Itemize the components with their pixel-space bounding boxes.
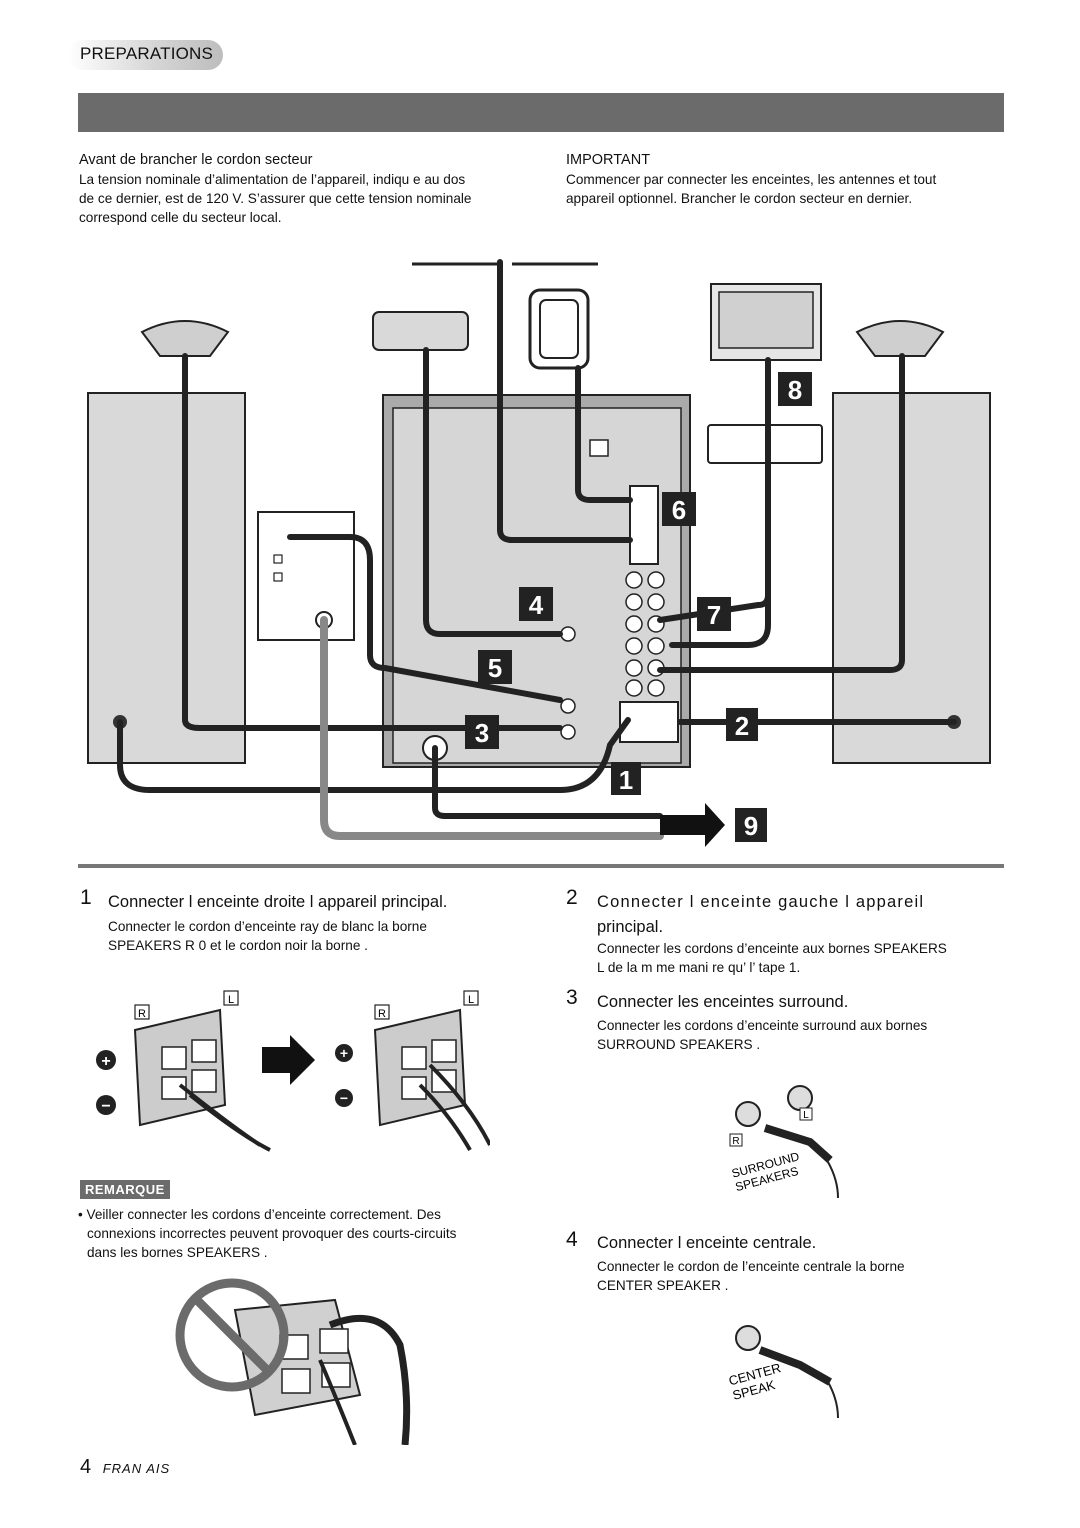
before-line: de ce dernier, est de 120 V. S’assurer q…	[79, 191, 472, 206]
center-speaker-icon	[372, 311, 469, 351]
jack-l-label: L	[803, 1110, 809, 1121]
connection-diagram: 1 2 3 4 5 6 7 8 9	[87, 259, 991, 847]
section-divider	[78, 864, 1004, 868]
step-2-line: Connecter les cordons d’enceinte aux bor…	[597, 941, 947, 956]
minus-label: −	[340, 1090, 348, 1106]
step-3-line: SURROUND SPEAKERS .	[597, 1037, 761, 1052]
title-bar	[78, 93, 1004, 132]
step-marker	[478, 650, 512, 684]
page-footer: 4 FRAN AIS	[80, 1456, 170, 1479]
center-jack-illustration: CENTER SPEAK	[727, 1325, 839, 1419]
remark-line: connexions incorrectes peuvent provoquer…	[87, 1226, 457, 1241]
step-3-text: Connecter les cordons d’enceinte surroun…	[597, 1016, 1007, 1054]
step-marker	[519, 587, 553, 621]
step-marker-label: 3	[475, 718, 489, 748]
surround-speaker-icon	[140, 320, 230, 357]
language-label: FRAN AIS	[102, 1461, 171, 1476]
plug-icon	[758, 1346, 832, 1386]
plug-icon	[763, 1124, 833, 1163]
step-1-number: 1	[80, 886, 92, 909]
important-block: IMPORTANT Commencer par connecter les en…	[566, 152, 1006, 208]
right-speaker-box	[87, 392, 246, 764]
step-marker	[726, 708, 758, 741]
surround-speaker-icon	[855, 320, 945, 357]
step-4-text: Connecter le cordon de l’enceinte centra…	[597, 1257, 1007, 1295]
before-title: Avant de brancher le cordon secteur	[79, 152, 313, 168]
step-marker-label: 9	[744, 811, 758, 841]
important-line: appareil optionnel. Brancher le cordon s…	[566, 191, 913, 206]
step-3-line: Connecter les cordons d’enceinte surroun…	[597, 1018, 928, 1033]
am-antenna-icon	[528, 288, 590, 370]
step-marker-label: 6	[672, 495, 686, 525]
step-marker-label: 2	[735, 711, 749, 741]
step-1-line: SPEAKERS R 0 et le cordon noir la borne …	[108, 938, 368, 953]
arrow-icon	[262, 1035, 315, 1085]
before-line: La tension nominale d’alimentation de l’…	[79, 172, 466, 187]
remark-badge-wrap: REMARQUE	[80, 1180, 170, 1199]
step-4-title: Connecter l enceinte centrale.	[597, 1234, 817, 1252]
step-4-number: 4	[566, 1228, 578, 1251]
jack-r-label: R	[732, 1136, 739, 1147]
step-1-title: Connecter l enceinte droite l appareil p…	[108, 893, 448, 911]
minus-label: −	[101, 1098, 110, 1115]
remark-text: • Veiller connecter les cordons d’encein…	[78, 1205, 518, 1262]
minus-icon	[335, 1089, 353, 1107]
antenna-terminal-icon	[629, 485, 659, 565]
step-4-line: CENTER SPEAKER .	[597, 1278, 729, 1293]
step-3-number: 3	[566, 986, 578, 1009]
step-2-line: L de la m me mani re qu’ l’ tape 1.	[597, 960, 801, 975]
step-1-text: Connecter le cordon d’enceinte ray de bl…	[108, 917, 516, 955]
step-2-number: 2	[566, 886, 578, 909]
terminal-illustration: R L + − R L + −	[96, 990, 490, 1152]
important-title: IMPORTANT	[566, 152, 651, 168]
terminal-l-label: L	[228, 994, 234, 1006]
plus-icon	[96, 1050, 116, 1070]
section-tab: PREPARATIONS	[68, 40, 223, 70]
minus-icon	[96, 1095, 116, 1115]
page-number: 4	[80, 1456, 92, 1478]
plus-label: +	[101, 1053, 110, 1070]
step-1-line: Connecter le cordon d’enceinte ray de bl…	[108, 919, 427, 934]
step-marker-label: 7	[707, 600, 721, 630]
step-marker-label: 4	[529, 590, 544, 620]
arrow-icon	[660, 803, 725, 847]
step-marker	[778, 372, 812, 406]
section-title: PREPARATIONS	[80, 44, 214, 63]
speaker-terminals-icon	[619, 701, 679, 743]
incorrect-connection-illustration	[175, 1278, 411, 1445]
step-4-line: Connecter le cordon de l’enceinte centra…	[597, 1259, 905, 1274]
surround-jack-illustration: R L SURROUND SPEAKERS	[729, 1085, 839, 1199]
jack-panel	[560, 571, 665, 740]
important-text: Commencer par connecter les enceintes, l…	[566, 170, 1006, 208]
step-marker-label: 1	[619, 765, 633, 795]
terminal-r-label: R	[138, 1008, 146, 1020]
step-markers: 1 2 3 4 5 6 7 8 9	[465, 372, 812, 842]
important-line: Commencer par connecter les enceintes, l…	[566, 172, 937, 187]
step-marker	[465, 715, 499, 749]
terminal-l-label: L	[468, 994, 474, 1006]
step-marker-label: 5	[488, 653, 502, 683]
plus-icon	[335, 1044, 353, 1062]
prohibited-icon	[175, 1278, 289, 1392]
plus-label: +	[340, 1045, 348, 1061]
step-marker	[697, 597, 731, 631]
step-2-title: Connecter l enceinte gauche l appareil	[597, 893, 925, 911]
terminal-r-label: R	[378, 1008, 386, 1020]
remark-line: • Veiller connecter les cordons d’encein…	[78, 1207, 441, 1222]
step-2-title-cont: principal.	[597, 918, 664, 936]
remark-line: dans les bornes SPEAKERS .	[87, 1245, 268, 1260]
step-marker	[611, 762, 641, 795]
left-speaker-box	[832, 392, 991, 764]
step-marker	[662, 492, 696, 526]
step-marker	[735, 808, 767, 842]
remark-badge: REMARQUE	[80, 1180, 170, 1199]
before-line: correspond celle du secteur local.	[79, 210, 282, 225]
step-3-title: Connecter les enceintes surround.	[597, 993, 849, 1011]
step-marker-label: 8	[788, 375, 802, 405]
step-2-text: Connecter les cordons d’enceinte aux bor…	[597, 939, 1007, 977]
before-text: La tension nominale d’alimentation de l’…	[79, 170, 519, 227]
terminal-block-icon	[133, 1008, 227, 1127]
before-block: Avant de brancher le cordon secteur La t…	[79, 152, 519, 227]
optional-unit	[257, 511, 355, 641]
